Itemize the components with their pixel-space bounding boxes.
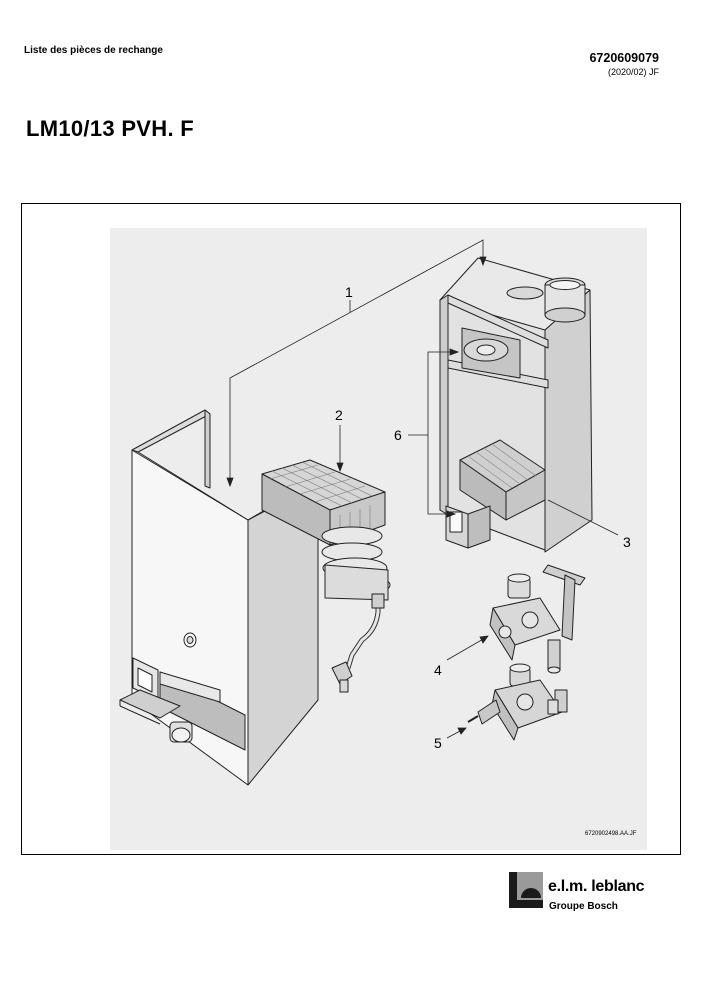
callout-4: 4 <box>434 662 442 678</box>
callout-2: 2 <box>335 407 343 423</box>
callout-6: 6 <box>394 427 402 443</box>
brand-logo: e.l.m. leblanc Groupe Bosch <box>509 872 659 922</box>
front-cover <box>119 409 319 786</box>
brand-group: Groupe Bosch <box>549 901 618 912</box>
section-label: Liste des pièces de rechange <box>24 45 163 56</box>
gas-regulator <box>467 663 568 741</box>
document-revision: (2020/02) JF <box>607 67 659 77</box>
gas-valve <box>489 564 586 674</box>
boiler-frame <box>439 257 593 553</box>
callout-1: 1 <box>345 284 353 300</box>
callout-5: 5 <box>434 735 442 751</box>
leader-lines <box>226 239 619 739</box>
leblanc-logo-icon <box>509 872 543 908</box>
brand-name: e.l.m. leblanc <box>548 878 645 895</box>
callout-3: 3 <box>623 534 631 550</box>
figure-reference: 6720902498.AA.JF <box>585 831 637 837</box>
document-number: 6720609079 <box>589 51 659 65</box>
callout-labels: 1 2 3 4 5 6 <box>335 284 631 751</box>
diagram-frame <box>21 203 681 855</box>
model-title: LM10/13 PVH. F <box>26 116 195 141</box>
heat-exchanger <box>261 459 391 693</box>
